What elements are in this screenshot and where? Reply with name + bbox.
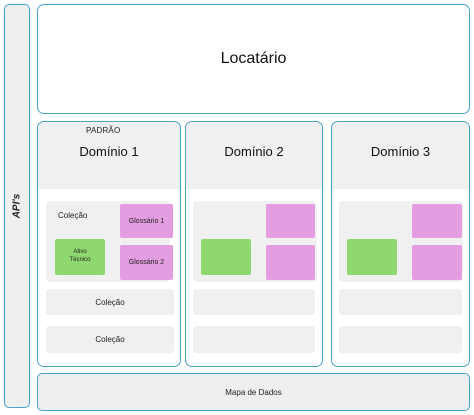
glossary-term <box>412 245 462 280</box>
glossary-term <box>266 204 315 238</box>
glossary-1: Glossário 1 <box>120 204 173 238</box>
collection-group-label: Coleção <box>58 211 88 220</box>
technical-asset <box>347 239 397 275</box>
collection-row-2: Coleção <box>46 326 174 353</box>
domain-1-title: Domínio 1 <box>79 144 139 159</box>
tenant-label: Locatário <box>220 50 287 67</box>
collection-row-1: Coleção <box>46 289 174 315</box>
collection-row <box>339 326 462 353</box>
collection-group <box>339 201 463 282</box>
data-map-label: Mapa de Dados <box>225 387 282 397</box>
collection-row <box>339 289 462 315</box>
domain-3-header <box>332 122 469 189</box>
domain-3-title: Domínio 3 <box>370 144 431 159</box>
domain-2: Domínio 2 <box>185 121 323 367</box>
domain-1-header <box>38 122 180 189</box>
collection-group <box>193 201 317 282</box>
tenant-box: Locatário <box>37 4 470 114</box>
apis-label: API's <box>11 193 23 219</box>
domain-2-header <box>186 122 322 189</box>
data-map-bar: Mapa de Dados <box>37 373 470 411</box>
apis-bar: API's <box>4 4 30 408</box>
collection-row <box>193 289 315 315</box>
glossary-term <box>412 204 462 238</box>
technical-asset <box>201 239 251 275</box>
domain-2-title: Domínio 2 <box>224 144 284 159</box>
glossary-term <box>266 245 315 280</box>
technical-asset-line-1: Ativo <box>73 249 87 256</box>
domain-3: Domínio 3 <box>331 121 470 367</box>
technical-asset-line-2: Técnico <box>69 257 91 263</box>
technical-asset: Ativo Técnico <box>55 239 105 275</box>
collection-row <box>193 326 315 353</box>
domain-1: PADRÃO Domínio 1 Coleção Ativo Técnico G… <box>37 121 181 367</box>
glossary-2: Glossário 2 <box>120 245 173 280</box>
collection-group: Coleção Ativo Técnico Glossário 1 Glossá… <box>46 201 173 282</box>
default-badge: PADRÃO <box>86 126 121 135</box>
